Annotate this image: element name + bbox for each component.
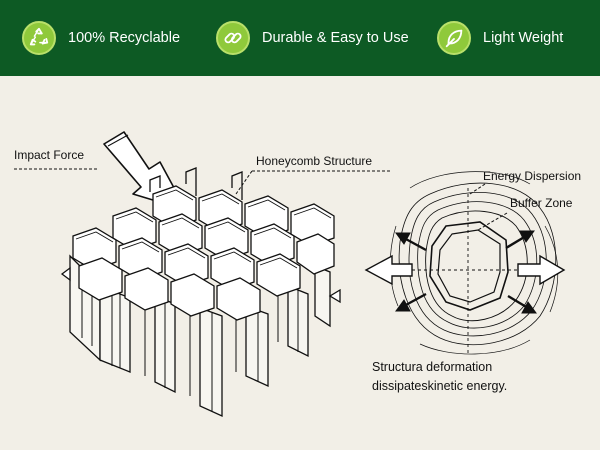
feather-icon: [437, 21, 471, 55]
diagram-canvas: [14, 131, 566, 418]
horizontal-arrows: [364, 254, 566, 286]
deformation-caption: Structura deformation dissipateskinetic …: [372, 358, 507, 396]
energy-dispersion-diagram: [389, 171, 559, 355]
feature-label: Light Weight: [483, 30, 564, 46]
caption-line-1: Structura deformation: [372, 360, 493, 374]
feature-banner: 100% Recyclable Durable & Easy to Use L: [0, 0, 600, 76]
feature-recyclable: 100% Recyclable: [22, 0, 180, 76]
diagram-area: Impact Force Honeycomb Structure Energy …: [0, 76, 600, 450]
honeycomb-structure: [60, 167, 341, 418]
chain-link-icon: [216, 21, 250, 55]
feature-label: Durable & Easy to Use: [262, 30, 409, 46]
feature-light-weight: Light Weight: [437, 0, 563, 76]
honeycomb-leader: [235, 170, 253, 195]
recycle-icon: [22, 21, 56, 55]
caption-line-2: dissipateskinetic energy.: [372, 379, 508, 393]
feature-durable: Durable & Easy to Use: [216, 0, 409, 76]
buffer-zone-leader: [477, 212, 508, 231]
dispersion-arrows: [395, 230, 537, 314]
feature-label: 100% Recyclable: [68, 30, 181, 46]
honeycomb-structure-label: Honeycomb Structure: [256, 154, 373, 168]
energy-dispersion-label: Energy Dispersion: [483, 169, 582, 183]
buffer-zone-label: Buffer Zone: [510, 196, 573, 210]
impact-force-label: Impact Force: [14, 148, 85, 162]
